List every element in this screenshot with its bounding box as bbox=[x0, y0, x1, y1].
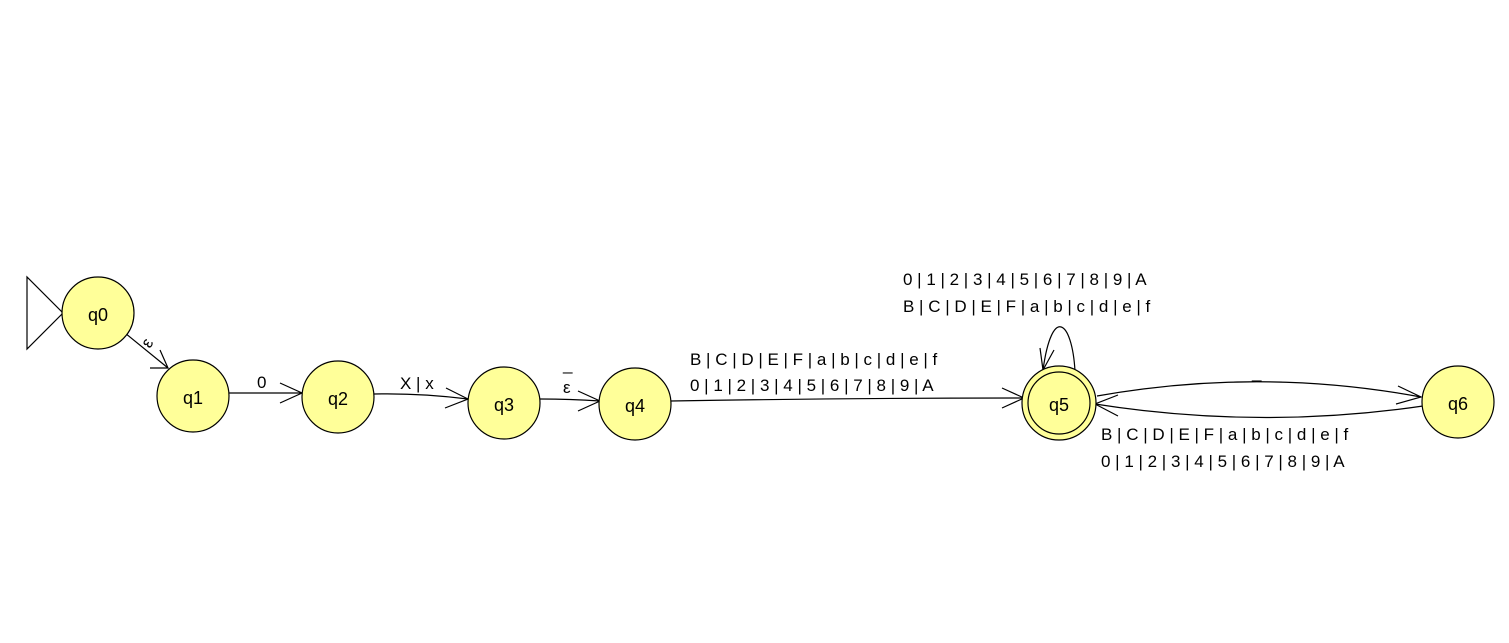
state-q6-label: q6 bbox=[1448, 394, 1468, 414]
start-state-marker bbox=[26, 275, 64, 351]
state-q4[interactable]: q4 bbox=[598, 367, 672, 441]
label-q2-q3: X | x bbox=[400, 374, 434, 393]
edge-q4-q5 bbox=[670, 397, 1025, 402]
label-q0-q1: ε bbox=[137, 335, 157, 351]
state-q5-label: q5 bbox=[1049, 395, 1069, 415]
label-q5-loop-line1: 0 | 1 | 2 | 3 | 4 | 5 | 6 | 7 | 8 | 9 | … bbox=[903, 270, 1147, 289]
state-q1-label: q1 bbox=[183, 388, 203, 408]
edge-q3-q4 bbox=[539, 398, 601, 402]
label-q4-q5-line2: 0 | 1 | 2 | 3 | 4 | 5 | 6 | 7 | 8 | 9 | … bbox=[690, 376, 934, 395]
accept-ring bbox=[1027, 371, 1091, 435]
state-q5[interactable]: q5 bbox=[1021, 365, 1097, 441]
state-q6[interactable]: q6 bbox=[1421, 365, 1495, 439]
label-q5-loop-line2: B | C | D | E | F | a | b | c | d | e | … bbox=[903, 297, 1151, 316]
state-q0[interactable]: q0 bbox=[61, 276, 135, 350]
label-q4-q5-line1: B | C | D | E | F | a | b | c | d | e | … bbox=[690, 350, 938, 369]
label-q6-q5-line2: 0 | 1 | 2 | 3 | 4 | 5 | 6 | 7 | 8 | 9 | … bbox=[1101, 452, 1345, 471]
edge-q5-q6 bbox=[1096, 381, 1422, 398]
arrowhead-q5-q6 bbox=[1395, 385, 1423, 405]
edge-q6-q5 bbox=[1094, 403, 1424, 419]
edge-q5-loop bbox=[1042, 326, 1076, 372]
label-q5-q6: _ bbox=[1251, 363, 1262, 382]
state-q4-label: q4 bbox=[625, 396, 645, 416]
state-q2-label: q2 bbox=[328, 389, 348, 409]
state-q0-label: q0 bbox=[88, 305, 108, 325]
state-q1[interactable]: q1 bbox=[156, 359, 230, 433]
arrowhead-q0-q1 bbox=[150, 349, 169, 369]
label-q1-q2: 0 bbox=[257, 373, 266, 392]
state-q3[interactable]: q3 bbox=[467, 366, 541, 440]
label-q3-q4-bottom: ε bbox=[563, 378, 571, 397]
state-q3-label: q3 bbox=[494, 395, 514, 415]
edge-q0-q1 bbox=[124, 332, 169, 369]
state-q2[interactable]: q2 bbox=[301, 360, 375, 434]
label-q6-q5-line1: B | C | D | E | F | a | b | c | d | e | … bbox=[1101, 425, 1349, 444]
label-q3-q4-top: _ bbox=[562, 355, 573, 374]
edge-q2-q3 bbox=[373, 393, 469, 400]
